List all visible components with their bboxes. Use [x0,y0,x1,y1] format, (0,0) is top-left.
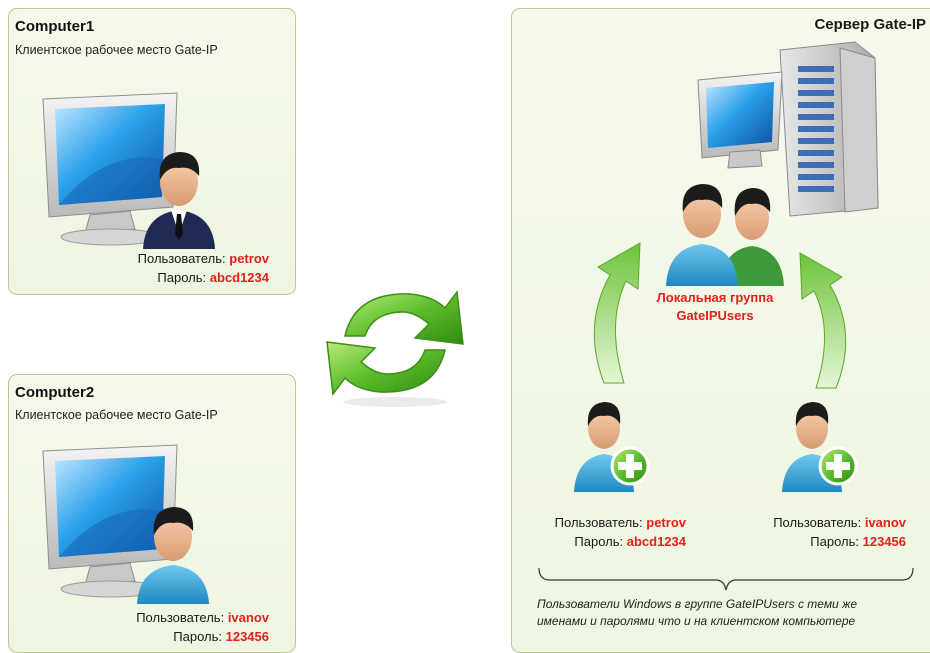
server-left-password: abcd1234 [626,534,686,549]
password-label: Пароль: [157,270,207,285]
user-label: Пользователь: [773,515,862,530]
password-label: Пароль: [173,629,222,644]
computer2-subtitle: Клиентское рабочее место Gate-IP [15,408,218,422]
computer1-credentials: Пользователь: petrov Пароль: abcd1234 [69,249,269,287]
computer1-title: Computer1 [15,18,95,35]
server-left-user: petrov [646,515,686,530]
user-group-icon [666,184,784,286]
sync-icon [326,290,464,407]
computer2-password: 123456 [225,629,269,644]
user-label: Пользователь: [136,610,225,625]
group-label-line2: GateIPUsers [676,308,754,323]
monitor-icon [42,92,178,246]
server-right-user: ivanov [864,515,906,530]
computer2-credentials: Пользователь: ivanov Пароль: 123456 [69,608,269,646]
computer1-user: petrov [229,251,269,266]
computer2-user: ivanov [227,610,269,625]
user-icon [143,152,215,249]
computer2-title: Computer2 [15,384,95,401]
server-left-credentials: Пользователь: petrov Пароль: abcd1234 [520,513,686,551]
computer2-panel: Computer2 Клиентское рабочее место Gate-… [8,374,296,653]
computer1-panel: Computer1 Клиентское рабочее место Gate-… [8,8,296,295]
monitor-icon [42,444,178,598]
user-label: Пользователь: [554,515,643,530]
arrow-up-icon [593,242,641,384]
server-icon [697,41,879,217]
arrow-up-icon [799,252,847,389]
computer1-password: abcd1234 [209,270,269,285]
user-add-icon [574,402,650,492]
password-label: Пароль: [574,534,624,549]
user-icon [137,507,209,604]
user-add-icon [782,402,858,492]
note-line2: именами и паролями что и на клиентском к… [537,614,856,628]
password-label: Пароль: [810,534,859,549]
user-label: Пользователь: [137,251,226,266]
brace-icon [538,567,914,591]
group-label: Локальная группа GateIPUsers [640,289,790,325]
server-right-credentials: Пользователь: ivanov Пароль: 123456 [740,513,906,551]
group-label-line1: Локальная группа [656,290,774,305]
server-right-password: 123456 [862,534,906,549]
note-line1: Пользователи Windows в группе GateIPUser… [537,597,857,611]
server-note: Пользователи Windows в группе GateIPUser… [537,596,917,630]
computer1-subtitle: Клиентское рабочее место Gate-IP [15,43,218,57]
server-title: Сервер Gate-IP [814,16,926,33]
